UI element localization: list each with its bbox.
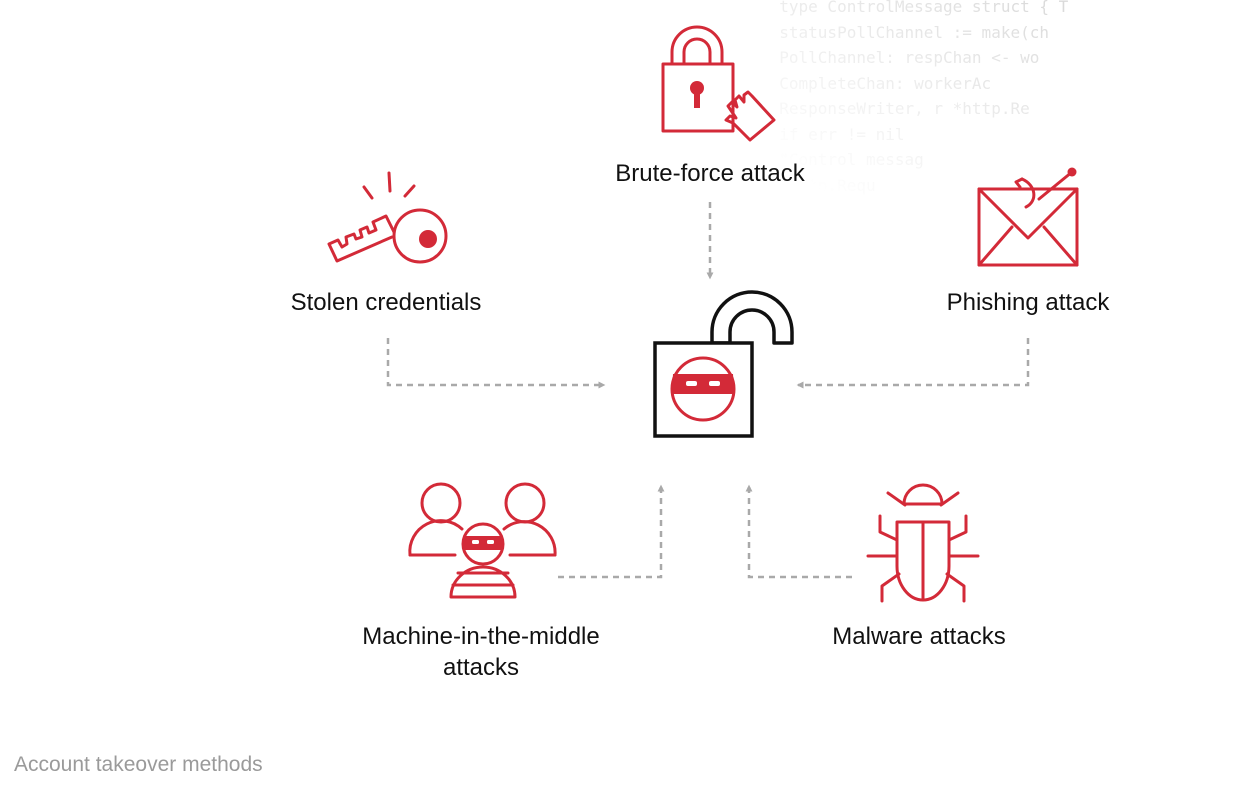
arrow-stolen-credentials-to-center bbox=[386, 338, 606, 389]
bug-icon bbox=[866, 483, 980, 603]
masked-person-between-users-icon bbox=[408, 482, 557, 599]
mitm-label-line1: Machine-in-the-middle bbox=[362, 623, 600, 650]
key-hole-dot bbox=[419, 230, 437, 248]
mitm-mask bbox=[463, 536, 503, 550]
broken-key-icon bbox=[327, 171, 448, 264]
envelope-hook-icon bbox=[977, 170, 1079, 267]
arrow-phishing-to-center bbox=[796, 338, 1030, 389]
unlocked-padlock-masked-face-icon bbox=[653, 290, 794, 438]
malware-label: Malware attacks bbox=[832, 623, 1006, 650]
hook-line-dot bbox=[1067, 167, 1077, 177]
brute-force-label: Brute-force attack bbox=[615, 160, 805, 187]
mitm-label-line2: attacks bbox=[442, 654, 520, 681]
arrow-mitm-to-center bbox=[558, 484, 665, 579]
stolen-credentials-label: Stolen credentials bbox=[290, 289, 482, 316]
padlock-hand-icon bbox=[661, 25, 776, 142]
figure-caption: Account takeover methods bbox=[14, 753, 263, 776]
keyhole-icon bbox=[690, 81, 704, 108]
arrow-malware-to-center bbox=[745, 484, 852, 579]
phishing-label: Phishing attack bbox=[946, 289, 1110, 316]
